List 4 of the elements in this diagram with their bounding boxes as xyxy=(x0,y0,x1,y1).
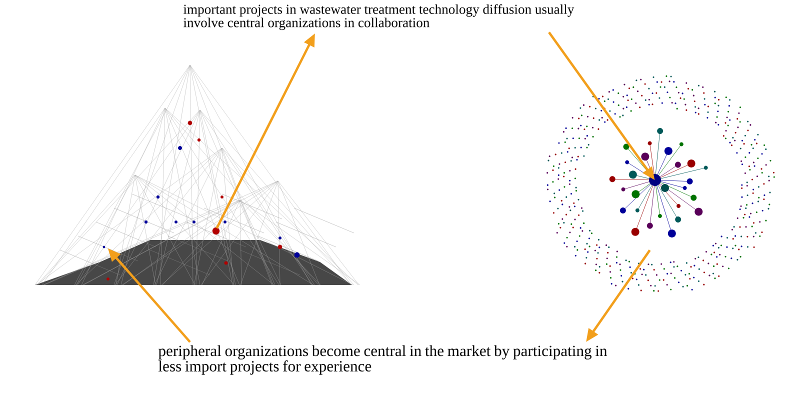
caption-text: important projects in wastewater treatment technology diffusion usually involve central organizations in collaboration xyxy=(183,4,574,30)
network-drawing xyxy=(546,75,775,292)
caption-text: peripheral organizations become central in the market by participating in less import projects for experience xyxy=(158,345,608,375)
network-drawing xyxy=(34,64,360,286)
